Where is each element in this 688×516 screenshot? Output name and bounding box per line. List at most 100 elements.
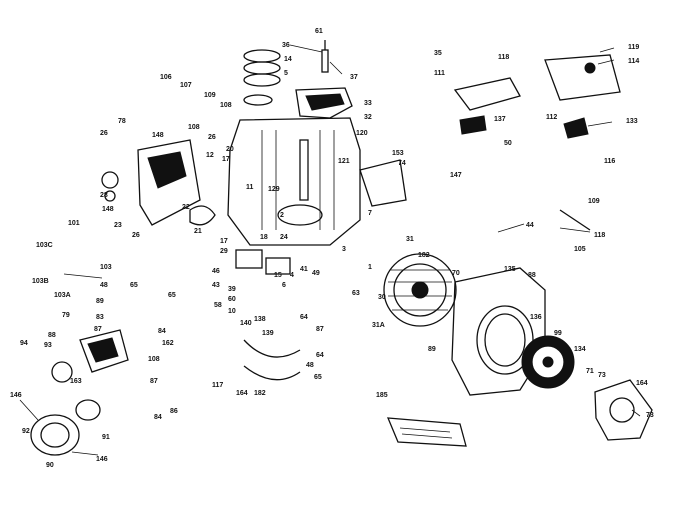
callout-28: 28	[100, 192, 108, 199]
callout-109: 109	[204, 92, 216, 99]
callout-164: 164	[236, 390, 248, 397]
callout-23: 23	[114, 222, 122, 229]
callout-33: 33	[364, 100, 372, 107]
callout-79: 79	[62, 312, 70, 319]
callout-1: 1	[368, 264, 372, 271]
callout-43: 43	[212, 282, 220, 289]
callout-7: 7	[368, 210, 372, 217]
callout-163: 163	[70, 378, 82, 385]
callout-89b: 89	[428, 346, 436, 353]
callout-106: 106	[160, 74, 172, 81]
callout-60: 60	[228, 296, 236, 303]
callout-93: 93	[44, 342, 52, 349]
callout-57: 87	[316, 326, 324, 333]
callout-83: 83	[96, 314, 104, 321]
callout-6: 6	[282, 282, 286, 289]
callout-103b: 103B	[32, 278, 49, 285]
callout-66: 65	[130, 282, 138, 289]
cylinder-head-assembly	[243, 40, 353, 119]
callout-64b: 64	[316, 352, 324, 359]
callout-148: 148	[152, 132, 164, 139]
callout-99: 99	[554, 330, 562, 337]
callout-133: 133	[626, 118, 638, 125]
callout-46: 46	[212, 268, 220, 275]
callout-49: 49	[312, 270, 320, 277]
callout-148b: 148	[102, 206, 114, 213]
callout-24: 24	[280, 234, 288, 241]
callout-164b: 164	[636, 380, 648, 387]
callout-84b: 84	[154, 414, 162, 421]
callout-108b: 108	[188, 124, 200, 131]
callout-73b: 73	[646, 412, 654, 419]
gasket-set	[189, 205, 301, 381]
cylinder-block	[227, 117, 361, 246]
callout-118b: 118	[594, 232, 606, 239]
callout-147: 147	[450, 172, 462, 179]
callout-91: 91	[102, 434, 110, 441]
callout-118: 118	[498, 54, 510, 61]
callout-70: 70	[452, 270, 460, 277]
callout-65b: 65	[314, 374, 322, 381]
callout-134: 134	[574, 346, 586, 353]
callout-101: 101	[68, 220, 80, 227]
callout-58: 58	[214, 302, 222, 309]
callout-114: 114	[628, 58, 640, 65]
callout-65: 65	[168, 292, 176, 299]
callout-21: 21	[194, 228, 202, 235]
callout-103: 103	[100, 264, 112, 271]
callout-87b: 87	[150, 378, 158, 385]
callout-120: 120	[356, 130, 368, 137]
rewind-starter	[521, 335, 653, 441]
callout-135: 135	[504, 266, 516, 273]
callout-35: 35	[434, 50, 442, 57]
callout-44: 44	[526, 222, 534, 229]
callout-15: 15	[274, 272, 282, 279]
callout-10: 10	[228, 308, 236, 315]
callout-39: 39	[228, 286, 236, 293]
callout-116: 116	[604, 158, 616, 165]
callout-22: 22	[182, 204, 190, 211]
leader-lines	[19, 44, 641, 456]
callout-30: 30	[378, 294, 386, 301]
callout-92: 92	[22, 428, 30, 435]
flywheel	[383, 253, 457, 327]
air-cleaner	[30, 399, 101, 456]
callout-48b: 48	[306, 362, 314, 369]
callout-26c: 26	[132, 232, 140, 239]
callout-78: 78	[118, 118, 126, 125]
callout-103c: 103C	[36, 242, 53, 249]
callout-29: 29	[220, 248, 228, 255]
callout-32: 32	[364, 114, 372, 121]
callout-86: 86	[170, 408, 178, 415]
callout-11: 11	[246, 184, 254, 191]
callout-17: 17	[222, 156, 230, 163]
callout-84: 84	[158, 328, 166, 335]
callout-119: 119	[628, 44, 640, 51]
callout-17b: 17	[220, 238, 228, 245]
callout-26b: 26	[208, 134, 216, 141]
carburetor	[51, 329, 129, 383]
callout-117: 117	[212, 382, 224, 389]
callout-26: 26	[100, 130, 108, 137]
callout-129: 129	[268, 186, 280, 193]
callout-109b: 109	[588, 198, 600, 205]
callout-2: 2	[280, 212, 284, 219]
callout-105: 105	[574, 246, 586, 253]
callout-108c: 108	[148, 356, 160, 363]
callout-5: 5	[284, 70, 288, 77]
callout-107: 107	[180, 82, 192, 89]
callout-138: 138	[254, 316, 266, 323]
callout-185: 185	[376, 392, 388, 399]
callout-182b: 182	[254, 390, 266, 397]
callout-137: 137	[494, 116, 506, 123]
callout-71: 71	[586, 368, 594, 375]
callout-140: 140	[240, 320, 252, 327]
callout-87: 87	[94, 326, 102, 333]
callout-94: 94	[20, 340, 28, 347]
callout-90: 90	[46, 462, 54, 469]
governor-parts	[359, 54, 621, 231]
callout-31a: 31A	[372, 322, 385, 329]
callout-3: 3	[342, 246, 346, 253]
callout-36: 36	[282, 42, 290, 49]
